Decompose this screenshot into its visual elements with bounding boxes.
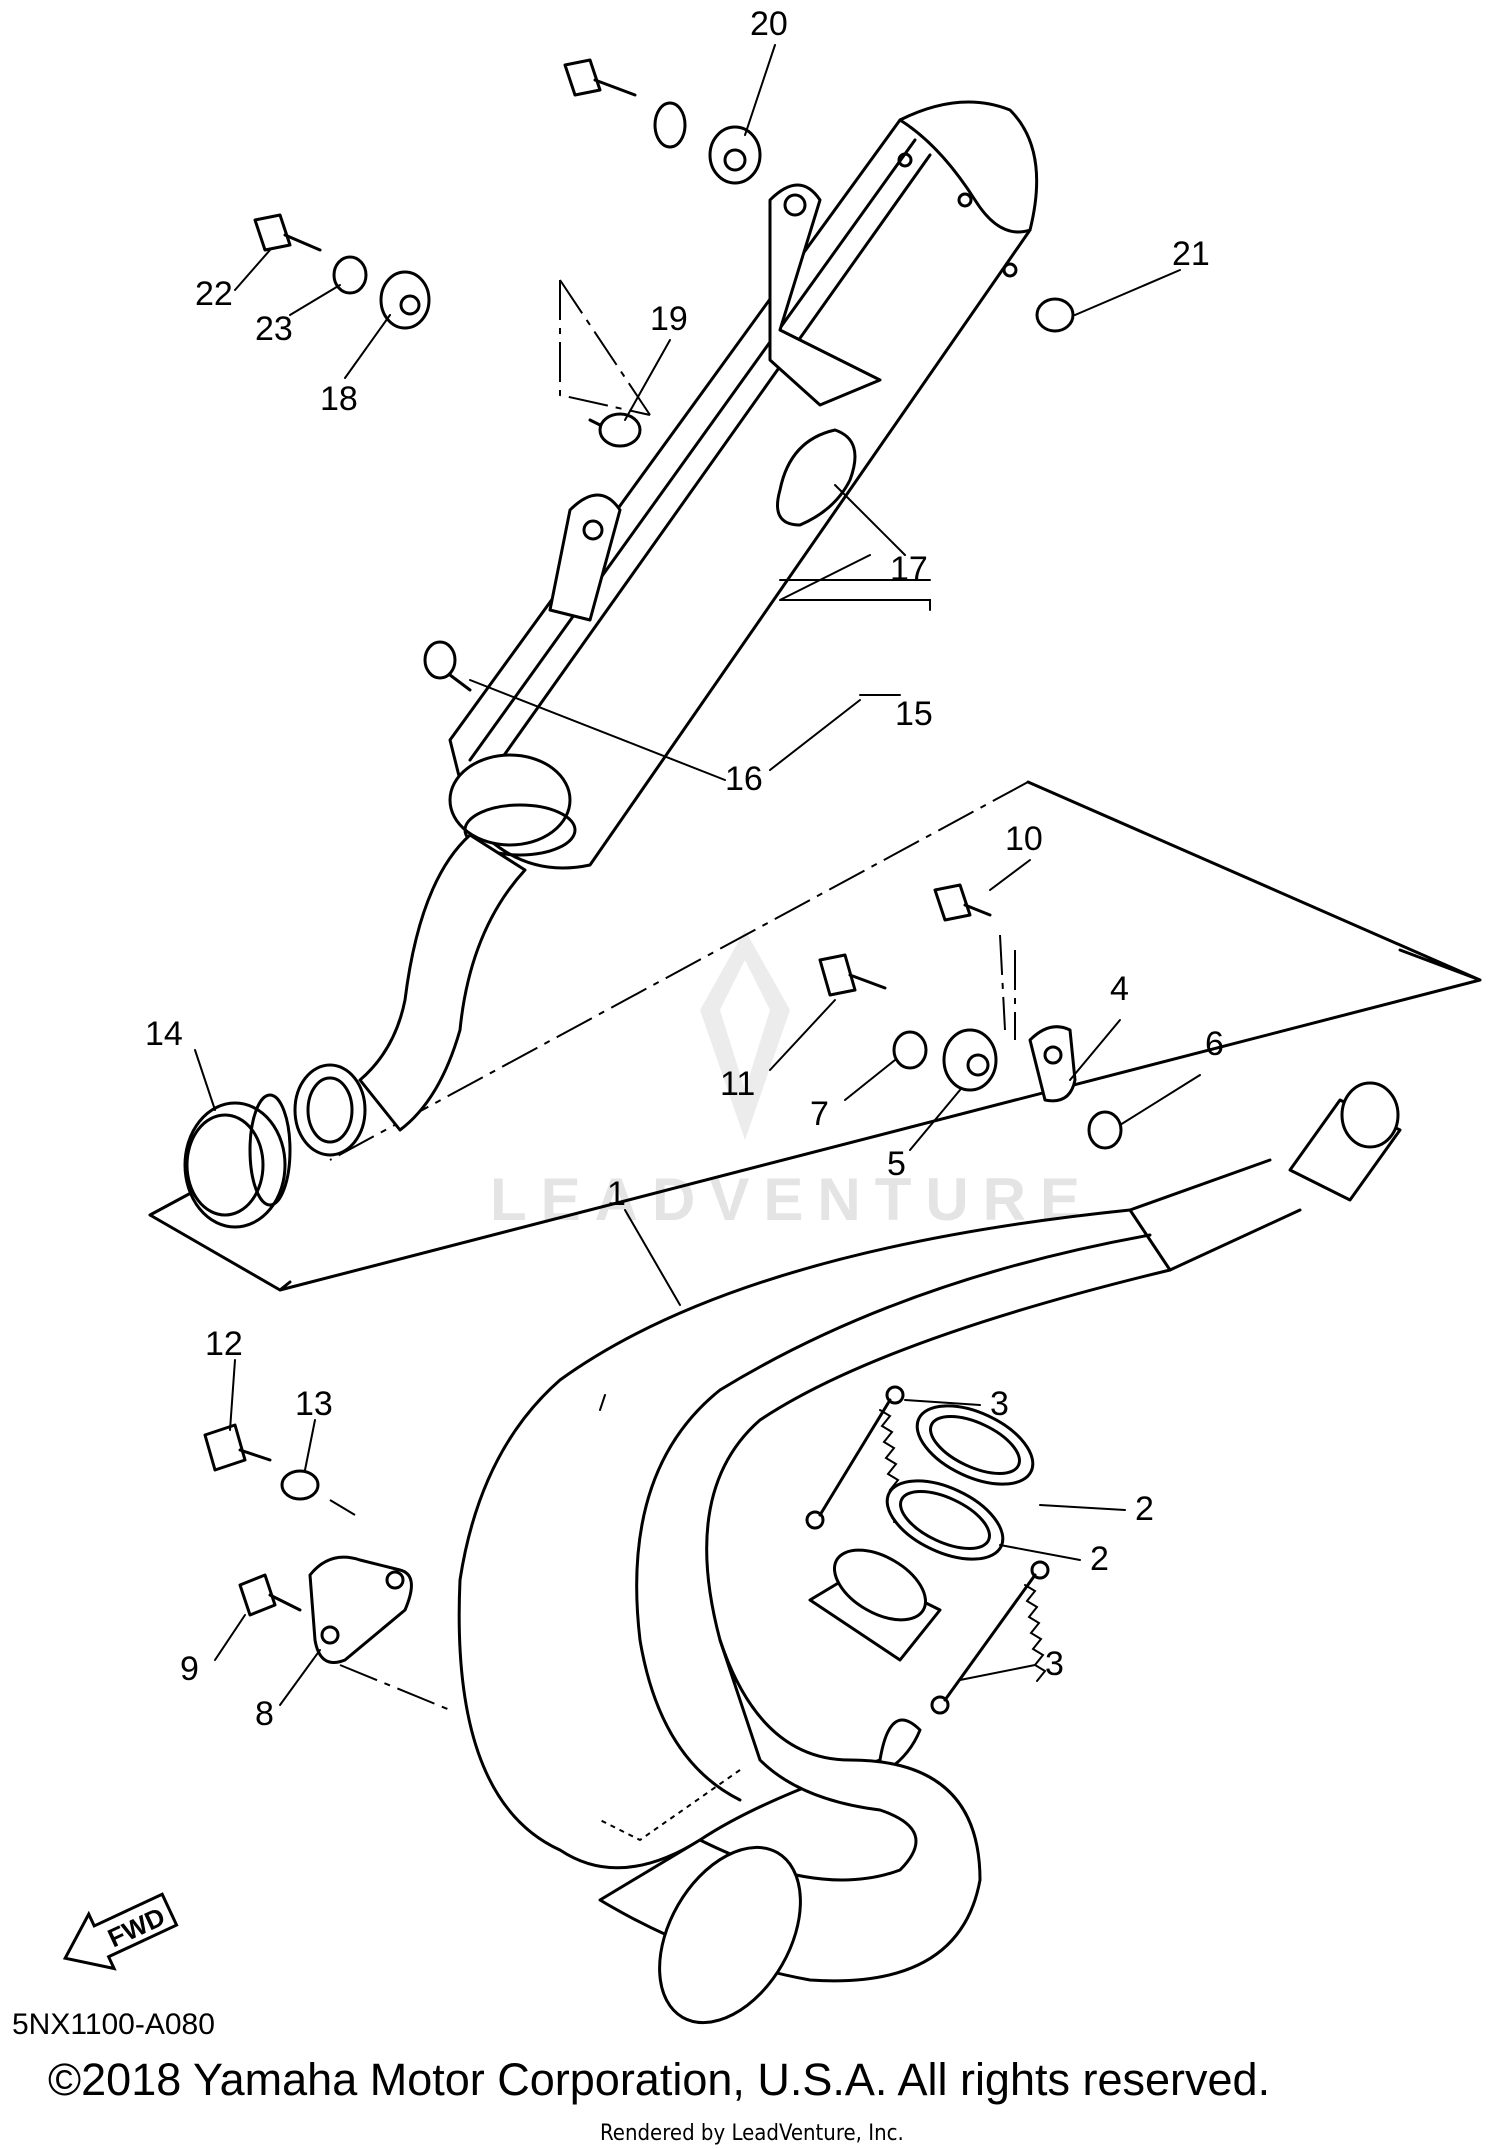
- rendered-by-notice: Rendered by LeadVenture, Inc.: [600, 2121, 904, 2146]
- callout-6: 6: [1205, 1025, 1224, 1063]
- callout-1: 1: [607, 1175, 626, 1213]
- part-8-alignment-line: [329, 1499, 451, 1711]
- muffler-group-outline: [559, 279, 651, 416]
- copyright-notice: ©2018 Yamaha Motor Corporation, U.S.A. A…: [48, 2054, 1270, 2105]
- part-14-silencer-band: [183, 1093, 292, 1229]
- part-13-washer: [280, 1469, 320, 1501]
- callout-2-lower: 2: [1090, 1540, 1109, 1578]
- callout-7: 7: [810, 1095, 829, 1133]
- part-9-bolt: [238, 1573, 302, 1617]
- leader-lines: [194, 44, 1201, 1706]
- callout-19: 19: [650, 300, 688, 338]
- callout-labels: 20 21 22 23 18 19 17 15 16 10 4 6 11 7 5…: [145, 5, 1224, 1733]
- callout-22: 22: [195, 275, 233, 313]
- part-12-bolt: [203, 1423, 272, 1472]
- upper-hardware: [253, 58, 1075, 692]
- callout-14: 14: [145, 1015, 183, 1053]
- diagram-code: 5NX1100-A080: [12, 2008, 215, 2041]
- callout-2-upper: 2: [1135, 1490, 1154, 1528]
- callout-13: 13: [295, 1385, 333, 1423]
- callout-8: 8: [255, 1695, 274, 1733]
- callout-15: 15: [895, 695, 933, 733]
- callout-12: 12: [205, 1325, 243, 1363]
- callout-18: 18: [320, 380, 358, 418]
- part-3-spring-upper: [805, 1385, 905, 1530]
- watermark-text: LEADVENTURE: [490, 1166, 1094, 1233]
- callout-11: 11: [720, 1065, 755, 1103]
- callout-9: 9: [180, 1650, 199, 1688]
- part-2-o-ring-upper: [915, 1404, 1035, 1486]
- lower-group-dash-top: [329, 781, 1029, 1161]
- forward-direction-indicator: FWD: [62, 1892, 179, 1971]
- part-8-bracket: [308, 1555, 413, 1664]
- muffler-assembly: [448, 100, 1039, 870]
- inlet-pipe-end: [293, 1063, 367, 1157]
- callout-5: 5: [887, 1145, 906, 1183]
- mid-hardware: [818, 883, 1123, 1150]
- part-3-spring-lower: [930, 1560, 1050, 1715]
- callout-3-lower: 3: [1045, 1645, 1064, 1683]
- muffler-inlet-pipe: [358, 833, 527, 1132]
- callout-17: 17: [890, 550, 928, 588]
- leadventure-watermark-logo: LEADVENTURE: [490, 930, 1094, 1233]
- callout-10: 10: [1005, 820, 1043, 858]
- callout-16: 16: [725, 760, 763, 798]
- callout-23: 23: [255, 310, 293, 348]
- callout-20: 20: [750, 5, 788, 43]
- callout-3-upper: 3: [990, 1385, 1009, 1423]
- lower-group-box: [148, 780, 1482, 1292]
- callout-21: 21: [1172, 235, 1210, 273]
- callout-4: 4: [1110, 970, 1129, 1008]
- part-1-expansion-chamber: [457, 1081, 1402, 2025]
